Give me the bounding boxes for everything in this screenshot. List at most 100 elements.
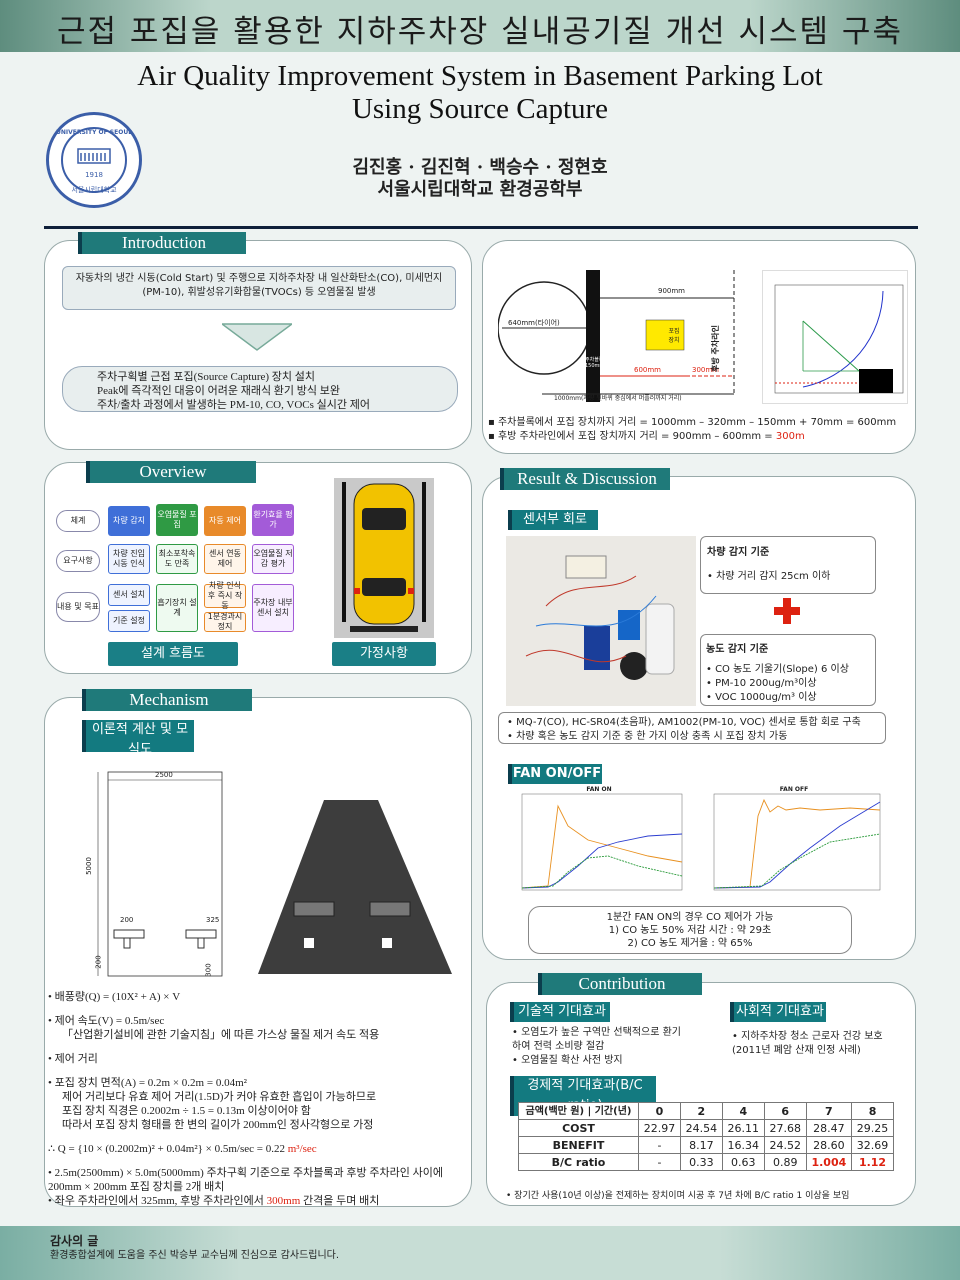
header-divider bbox=[44, 226, 918, 229]
series-line-pm10 bbox=[713, 801, 881, 889]
conc-criteria-item: CO 농도 기울기(Slope) 6 이상 bbox=[715, 664, 849, 675]
table-header: 7 bbox=[805, 1102, 853, 1120]
table-header-row: 금액(백만 원) | 기간(년) 0 2 4 6 7 8 bbox=[518, 1102, 894, 1120]
layout-note: 좌우 주차라인에서 325mm, 후방 주차라인에서 bbox=[54, 1195, 267, 1207]
simulation-plot bbox=[762, 270, 908, 404]
mechanism-tab: Mechanism bbox=[82, 689, 252, 711]
fan-off-title: FAN OFF bbox=[779, 786, 809, 793]
device-note: 포집 장치 직경은 0.2002m ÷ 1.5 = 0.13m 이상이어야 함 bbox=[62, 1105, 311, 1117]
plus-icon bbox=[774, 598, 800, 624]
fan-summary-box: 1분간 FAN ON의 경우 CO 제어가 가능 1) CO 농도 50% 저감… bbox=[528, 906, 852, 954]
dim-325: 325 bbox=[206, 916, 220, 924]
table-header: 6 bbox=[763, 1102, 807, 1120]
solution-box: 주차구획별 근접 포집(Source Capture) 장치 설치 Peak에 … bbox=[62, 366, 458, 412]
social-effect-subtab: 사회적 기대효과 bbox=[730, 1002, 826, 1022]
dim-300: 300 bbox=[204, 963, 213, 977]
flow-cell: 기준 설정 bbox=[108, 610, 150, 632]
final-formula-unit: m³/sec bbox=[287, 1143, 317, 1155]
fan-on-title: FAN ON bbox=[586, 786, 612, 793]
dist-300: 300mm bbox=[692, 366, 719, 374]
problem-box: 자동차의 냉간 시동(Cold Start) 및 주행으로 지하주차장 내 일산… bbox=[62, 266, 456, 310]
device-label: 포집 장치 bbox=[668, 328, 680, 344]
result-tab: Result & Discussion bbox=[500, 468, 670, 490]
flow-cell: 흡기장치 설계 bbox=[156, 584, 198, 632]
dist-1000: 1000mm(차량 뒷바퀴 중심에서 머플러까지 거리) bbox=[554, 395, 682, 402]
series-line-tvoc bbox=[521, 804, 683, 889]
device-note: 따라서 포집 장치 형태를 한 변의 길이가 200mm인 정사각형으로 가정 bbox=[62, 1119, 374, 1131]
fan-on-svg bbox=[521, 793, 683, 891]
vehicle-criteria-card: 차량 감지 기준 • 차량 거리 감지 25cm 이하 bbox=[700, 536, 876, 594]
vehicle-criteria-item: 차량 거리 감지 25cm 이하 bbox=[716, 571, 831, 582]
layout-note-end: 간격을 두며 배치 bbox=[300, 1195, 380, 1207]
conc-criteria-title: 농도 감지 기준 bbox=[706, 644, 769, 655]
solution-item: Peak에 즉각적인 대응이 어려운 재래식 환기 방식 보완 bbox=[97, 385, 341, 397]
series-line-tvoc bbox=[713, 798, 881, 889]
car-svg bbox=[334, 478, 434, 638]
affiliation: 서울시립대학교 환경공학부 bbox=[377, 179, 583, 200]
solution-item: 주차구획별 근접 포집(Source Capture) 장치 설치 bbox=[97, 371, 316, 383]
fan-subtab: FAN ON/OFF bbox=[508, 764, 602, 784]
series-line-co bbox=[521, 855, 683, 889]
assumption-label: 가정사항 bbox=[332, 642, 436, 666]
control-distance: 제어 거리 bbox=[54, 1053, 98, 1065]
device-note: 제어 거리보다 유효 제어 거리(1.5D)가 커야 유효한 흡입이 가능하므로 bbox=[62, 1091, 377, 1103]
schematic-drawing bbox=[82, 752, 462, 982]
table-header: 2 bbox=[679, 1102, 723, 1120]
layout-note: 2.5m(2500mm) × 5.0m(5000mm) 주차구획 기준으로 주차… bbox=[48, 1167, 443, 1193]
dist-600: 600mm bbox=[634, 366, 661, 374]
design-flowchart: 체계 요구사항 내용 및 목표 차량 감지 오염물질 포집 자동 제어 환기효율… bbox=[56, 500, 306, 640]
fan-summary-line: 2) CO 농도 제거율 : 약 65% bbox=[627, 938, 753, 949]
tech-effect-item: 오염물질 확산 사전 방지 bbox=[521, 1055, 623, 1066]
logo-ring-text: UNIVERSITY OF SEOUL bbox=[55, 129, 133, 136]
series-line-co bbox=[713, 833, 881, 889]
english-title-line1: Air Quality Improvement System in Baseme… bbox=[137, 60, 823, 92]
simulation-plot-svg bbox=[774, 284, 904, 394]
tire-label: 640mm(타이어) bbox=[508, 319, 560, 327]
flow-head: 환기효율 평가 bbox=[252, 504, 294, 536]
dim-200b: 200 bbox=[94, 955, 103, 969]
flow-cell: 센서 설치 bbox=[108, 584, 150, 606]
geometry-bullet-red: 300m bbox=[775, 431, 805, 442]
flow-cell: 차량 인식 후 즉시 작동 bbox=[204, 581, 246, 610]
sensor-note: MQ-7(CO), HC-SR04(초음파), AM1002(PM-10, VO… bbox=[516, 717, 861, 728]
flow-cell: 최소포착속도 만족 bbox=[156, 544, 198, 574]
bumper-label: 주차블록 150mm bbox=[585, 357, 605, 369]
introduction-tab: Introduction bbox=[78, 232, 246, 254]
geometry-bullets: ▪ 주차블록에서 포집 장치까지 거리 = 1000mm – 320mm – 1… bbox=[488, 417, 897, 442]
flow-row-label: 요구사항 bbox=[56, 550, 100, 572]
flow-cell: 차량 진입 시동 인식 bbox=[108, 544, 150, 574]
social-effect-item: 지하주차장 청소 근로자 건강 보호 (2011년 폐암 산재 인정 사례) bbox=[732, 1031, 883, 1056]
authors: 김진홍 · 김진혁 · 백승수 · 정현호 bbox=[352, 157, 608, 178]
fan-off-svg bbox=[713, 793, 881, 891]
table-header: 0 bbox=[638, 1102, 681, 1120]
contribution-tab: Contribution bbox=[538, 973, 702, 995]
logo-emblem-icon bbox=[77, 147, 111, 167]
table-header: 4 bbox=[721, 1102, 765, 1120]
series-line-pm10 bbox=[521, 833, 683, 889]
parking-car-illustration bbox=[334, 478, 434, 638]
schematic-svg bbox=[97, 771, 452, 977]
tech-effect-subtab: 기술적 기대효과 bbox=[510, 1002, 610, 1022]
rear-line-label: 후방 주차라인 bbox=[711, 325, 720, 372]
dim-200: 200 bbox=[120, 916, 134, 924]
flow-cell: 센서 연동 제어 bbox=[204, 544, 246, 574]
control-speed-note: 「산업환기설비에 관한 기술지침」에 따른 가스상 물질 제거 속도 적용 bbox=[62, 1029, 380, 1041]
dim-2500: 2500 bbox=[155, 771, 173, 779]
flow-cell: 1분경과시 정지 bbox=[204, 612, 246, 632]
flow-rate-formula: 배풍량(Q) = (10X² + A) × V bbox=[54, 991, 181, 1003]
flow-head: 자동 제어 bbox=[204, 506, 246, 536]
korean-title: 근접 포집을 활용한 지하주차장 실내공기질 개선 시스템 구축 bbox=[57, 14, 903, 50]
english-title-line2: Using Source Capture bbox=[351, 93, 609, 125]
logo-year: 1918 bbox=[85, 171, 103, 179]
fan-off-chart: FAN OFF bbox=[700, 786, 888, 904]
footer: 감사의 글 환경종합설계에 도움을 주신 박승부 교수님께 진심으로 감사드립니… bbox=[0, 1226, 960, 1280]
sensor-note: 차량 혹은 농도 감지 기준 중 한 가지 이상 충족 시 포집 장치 가동 bbox=[516, 731, 788, 742]
distance-diagram-svg bbox=[497, 270, 735, 402]
flowchart-label: 설계 흐름도 bbox=[108, 642, 238, 666]
sensor-subtab: 센서부 회로 bbox=[508, 510, 598, 530]
acknowledgement-title: 감사의 글 bbox=[50, 1234, 99, 1248]
